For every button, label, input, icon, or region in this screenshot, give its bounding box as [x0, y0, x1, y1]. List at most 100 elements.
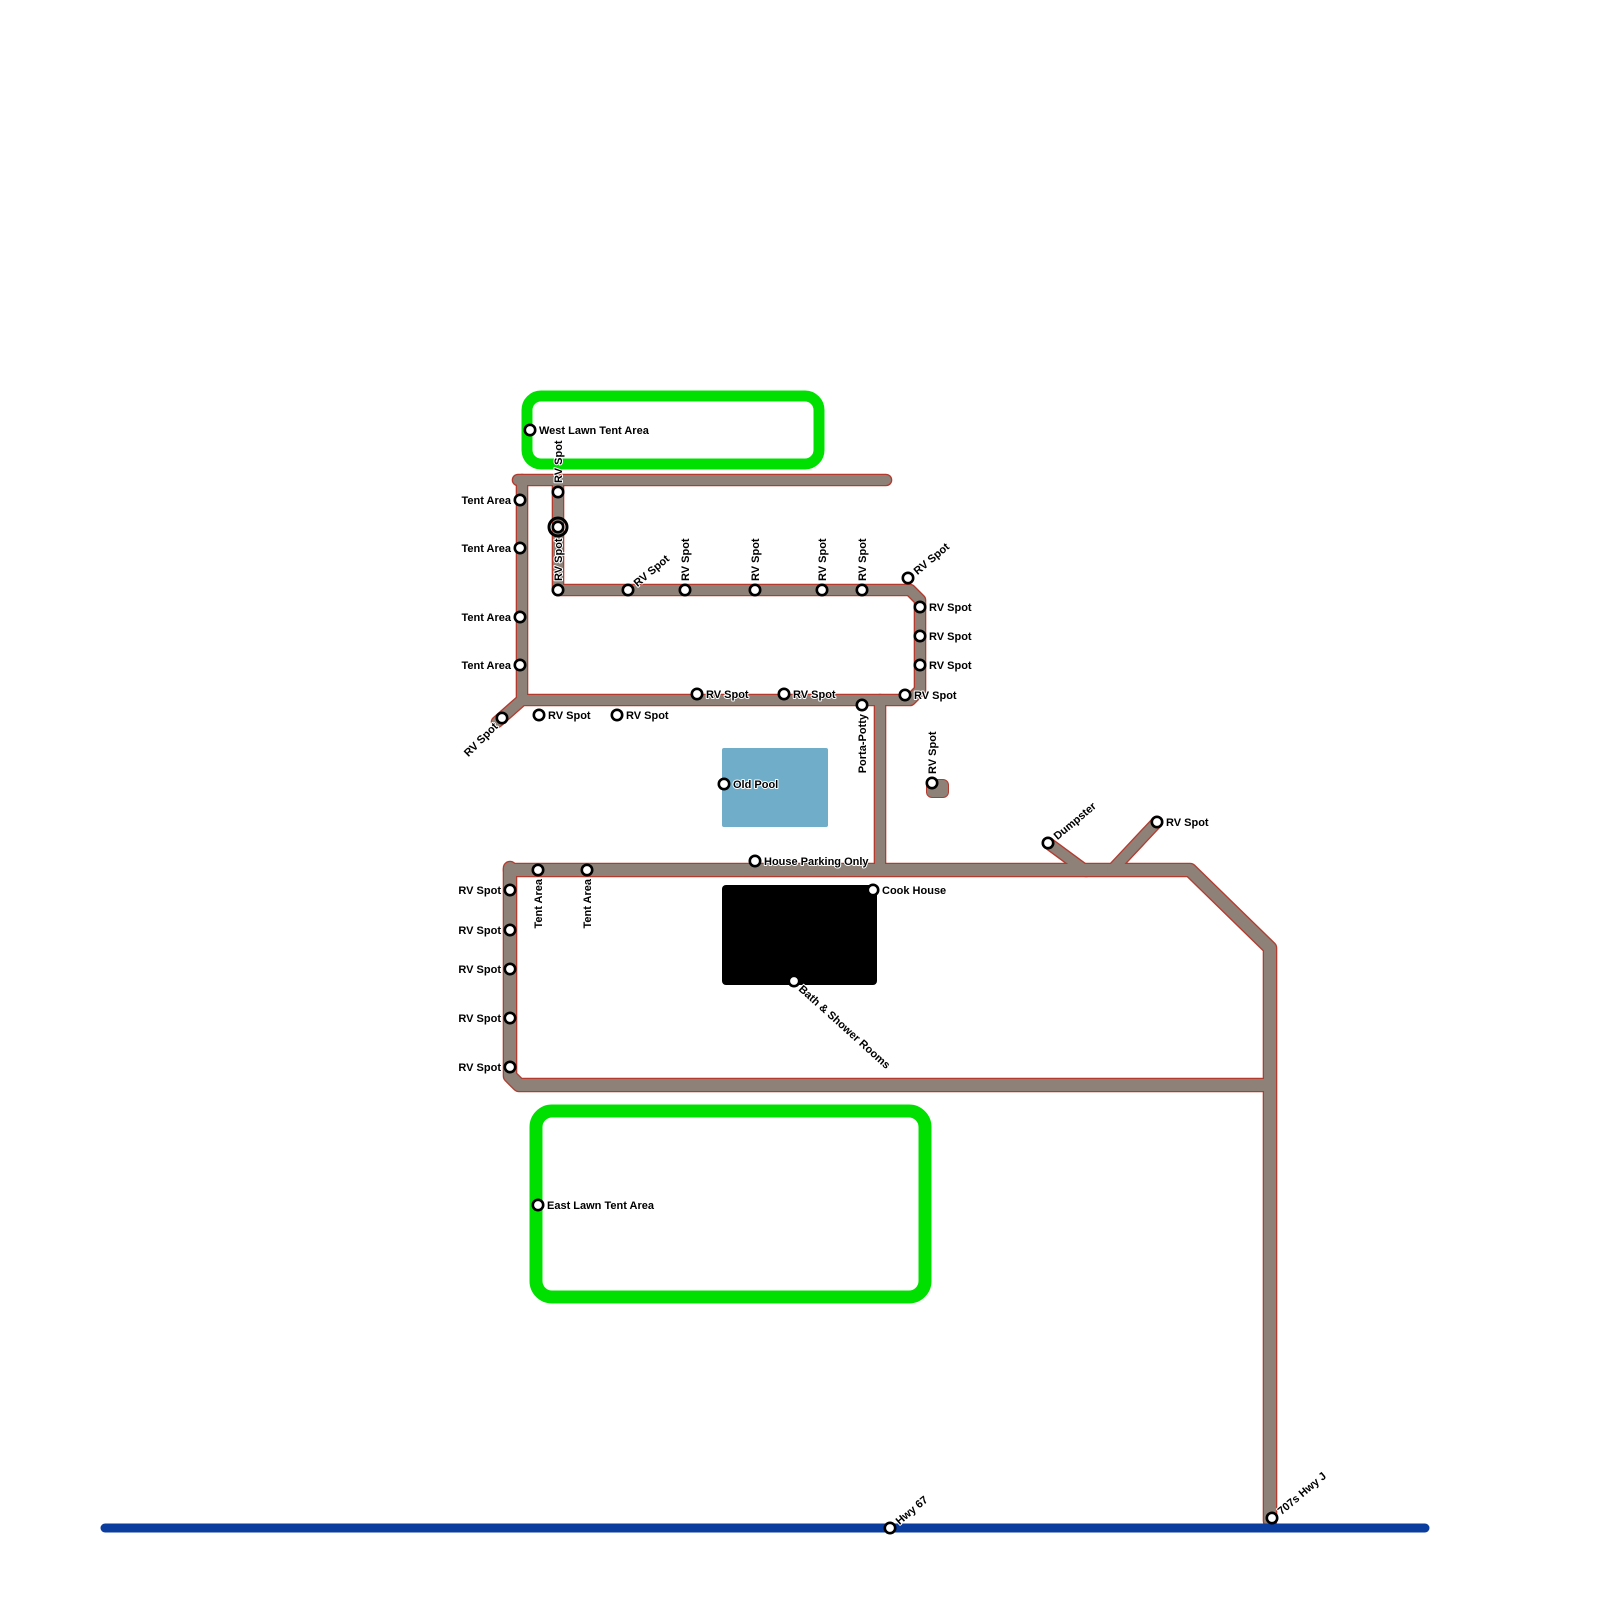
- rv-spot-marker[interactable]: RV Spot: [457, 1060, 517, 1075]
- marker-dot: [551, 485, 565, 499]
- marker-dot: [855, 698, 869, 712]
- marker-label: Tent Area: [461, 495, 511, 507]
- marker-dot: [1150, 815, 1164, 829]
- marker-label: RV Spot: [458, 964, 501, 976]
- rv-spot-marker[interactable]: RV Spot: [457, 923, 517, 938]
- marker-label: RV Spot: [462, 721, 501, 760]
- rv-spot-marker[interactable]: RV Spot: [925, 730, 940, 790]
- marker-dot: [532, 708, 546, 722]
- marker-label: Cook House: [882, 885, 946, 897]
- rv-spot-marker[interactable]: RV Spot: [901, 540, 953, 585]
- rv-spot-marker[interactable]: RV Spot: [690, 687, 750, 702]
- marker-dot: [610, 708, 624, 722]
- marker-dot: [815, 583, 829, 597]
- west-lawn-tent-area-marker[interactable]: West Lawn Tent Area: [523, 423, 651, 438]
- rv-spot-marker[interactable]: RV Spot: [610, 708, 670, 723]
- marker-label: RV Spot: [927, 731, 939, 774]
- marker-label: Tent Area: [582, 878, 594, 928]
- porta-potty-marker[interactable]: Porta-Potty: [855, 698, 870, 774]
- marker-label: Tent Area: [461, 660, 511, 672]
- old-pool-marker[interactable]: Old Pool: [717, 777, 779, 792]
- marker-label: RV Spot: [706, 689, 749, 701]
- rv-spot-marker[interactable]: RV Spot: [913, 629, 973, 644]
- marker-dot: [777, 687, 791, 701]
- marker-dot: [690, 687, 704, 701]
- tent-area-marker[interactable]: Tent Area: [460, 493, 527, 508]
- tent-area-marker[interactable]: Tent Area: [460, 658, 527, 673]
- marker-label: Tent Area: [461, 612, 511, 624]
- marker-dot: [513, 493, 527, 507]
- marker-label: RV Spot: [553, 538, 565, 581]
- marker-label: RV Spot: [626, 710, 669, 722]
- marker-label: RV Spot: [458, 1013, 501, 1025]
- marker-dot: [503, 1060, 517, 1074]
- marker-dot: [495, 711, 509, 725]
- rv-spot-marker[interactable]: RV Spot: [678, 537, 693, 597]
- marker-label: RV Spot: [553, 440, 565, 483]
- main-loop-south-road-casing: [502, 860, 1274, 1093]
- marker-label: Tent Area: [533, 878, 545, 928]
- marker-dot: [717, 777, 731, 791]
- house-parking-only-marker[interactable]: House Parking Only: [748, 854, 870, 869]
- marker-dot: [513, 610, 527, 624]
- marker-dot: [898, 688, 912, 702]
- rv-spot-marker[interactable]: RV Spot: [815, 537, 830, 597]
- marker-label: RV Spot: [912, 541, 953, 578]
- marker-label: East Lawn Tent Area: [547, 1200, 655, 1212]
- marker-label: Old Pool: [733, 779, 778, 791]
- marker-label: House Parking Only: [764, 856, 869, 868]
- tent-area-marker[interactable]: Tent Area: [531, 863, 546, 930]
- marker-label: RV Spot: [458, 885, 501, 897]
- marker-dot: [901, 571, 915, 585]
- rv-spot-marker[interactable]: RV Spot: [748, 537, 763, 597]
- rv-spot-marker[interactable]: RV Spot: [777, 687, 837, 702]
- rv-spot-marker[interactable]: RV Spot: [461, 711, 509, 760]
- marker-label: Bath & Shower Rooms: [796, 983, 892, 1071]
- marker-label: 707s Hwy J: [1276, 1470, 1329, 1517]
- marker-label: Hwy 67: [894, 1494, 931, 1528]
- marker-dot: [531, 863, 545, 877]
- marker-dot: [748, 854, 762, 868]
- rv-spot-marker[interactable]: RV Spot: [1150, 815, 1210, 830]
- dumpster-marker[interactable]: Dumpster: [1041, 799, 1100, 850]
- tent-area-marker[interactable]: Tent Area: [460, 541, 527, 556]
- marker-dot: [503, 923, 517, 937]
- marker-dot: [503, 883, 517, 897]
- east-lawn-tent-area-marker[interactable]: East Lawn Tent Area: [531, 1198, 656, 1213]
- tent-area-marker[interactable]: Tent Area: [460, 610, 527, 625]
- marker-dot: [787, 974, 801, 988]
- rv-spot-marker[interactable]: RV Spot: [898, 688, 958, 703]
- main-loop-south-road: [504, 862, 1272, 1091]
- rv-spot-marker[interactable]: RV Spot: [855, 537, 870, 597]
- rv-spot-marker[interactable]: RV Spot: [457, 962, 517, 977]
- bath-shower-rooms-marker[interactable]: Bath & Shower Rooms: [787, 974, 893, 1073]
- marker-label: RV Spot: [817, 538, 829, 581]
- marker-dot: [523, 423, 537, 437]
- marker-label: Dumpster: [1052, 800, 1100, 843]
- marker-label: RV Spot: [548, 710, 591, 722]
- marker-dot: [913, 629, 927, 643]
- cook-house-marker[interactable]: Cook House: [866, 883, 947, 898]
- marker-dot: [913, 600, 927, 614]
- marker-label: RV Spot: [750, 538, 762, 581]
- marker-dot: [531, 1198, 545, 1212]
- rv-spot-marker[interactable]: RV Spot: [457, 1011, 517, 1026]
- rv-spot-marker[interactable]: RV Spot: [457, 883, 517, 898]
- tent-area-marker[interactable]: Tent Area: [580, 863, 595, 930]
- poi-marker[interactable]: [547, 516, 569, 538]
- rv-spot-marker[interactable]: RV Spot: [913, 658, 973, 673]
- marker-dot: [513, 658, 527, 672]
- cook-house-building: [722, 885, 877, 985]
- marker-dot: [678, 583, 692, 597]
- rv-spot-marker[interactable]: RV Spot: [532, 708, 592, 723]
- marker-label: Tent Area: [461, 543, 511, 555]
- marker-label: RV Spot: [929, 631, 972, 643]
- marker-label: RV Spot: [458, 1062, 501, 1074]
- marker-label: RV Spot: [929, 602, 972, 614]
- marker-dot: [866, 883, 880, 897]
- marker-label: RV Spot: [680, 538, 692, 581]
- rv-spot-marker[interactable]: RV Spot: [913, 600, 973, 615]
- rv-spot-marker[interactable]: RV Spot: [551, 439, 566, 499]
- rv-spot-marker[interactable]: RV Spot: [551, 537, 566, 597]
